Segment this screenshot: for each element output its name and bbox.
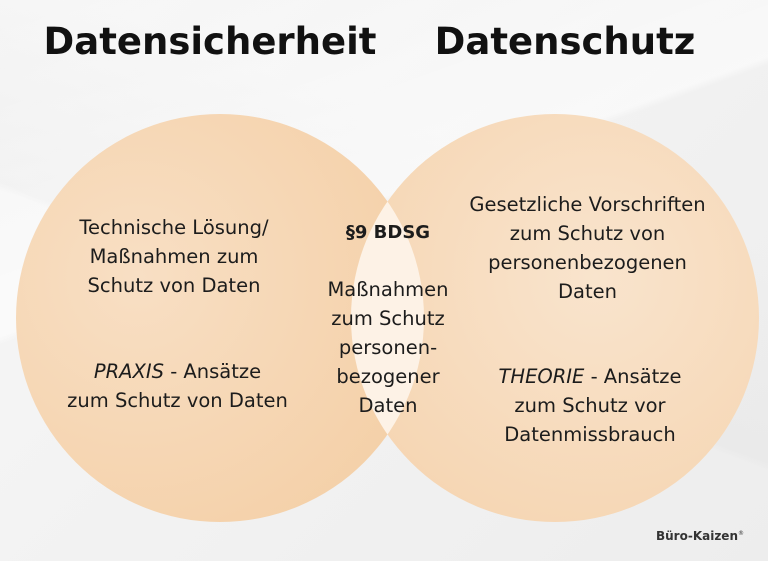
overlap-body: Maßnahmen zum Schutz personen- bezogener… [327,278,449,417]
brand-logo: Büro-Kaizen® [656,529,744,543]
title-datensicherheit: Datensicherheit [43,20,377,63]
praxis-text: - Ansätze zum Schutz von Daten [67,360,288,412]
overlap-heading: §9 BDSG [345,222,431,243]
left-praxis: PRAXIS - Ansätze zum Schutz von Daten [55,357,300,415]
right-theorie: THEORIE - Ansätze zum Schutz vor Datenmi… [470,362,710,449]
left-circle [16,114,424,522]
brand-mark: ® [738,530,744,537]
theorie-text: - Ansätze zum Schutz vor Datenmissbrauch [504,365,682,446]
right-description: Gesetzliche Vorschriften zum Schutz von … [469,193,706,303]
title-datenschutz: Datenschutz [434,20,696,63]
left-description: Technische Lösung/ Maßnahmen zum Schutz … [79,216,269,297]
brand-name: Büro-Kaizen [655,529,738,543]
theorie-label: THEORIE [498,365,585,388]
praxis-label: PRAXIS [93,360,164,383]
right-circle [351,114,759,522]
